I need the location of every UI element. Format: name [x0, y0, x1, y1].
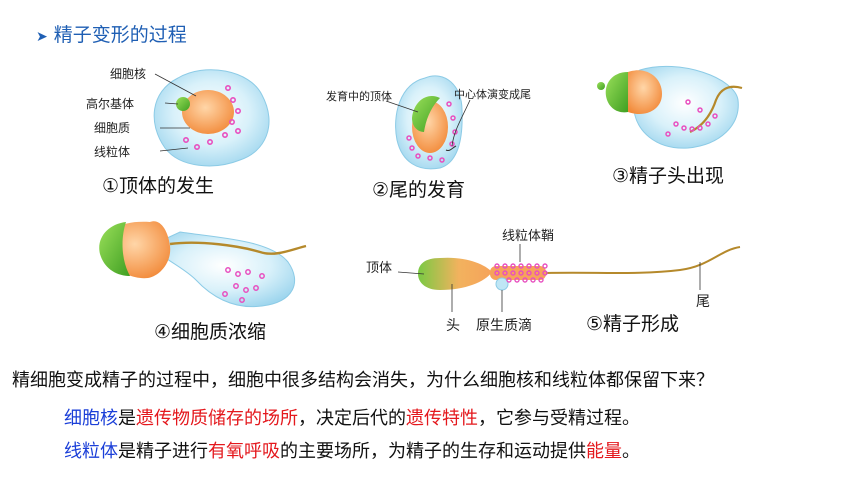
- answer1-part1: 是: [118, 408, 136, 429]
- answer-mitochondria: 线粒体是精子进行有氧呼吸的主要场所，为精子的生存和运动提供能量。: [64, 437, 640, 463]
- stage1-cell: 细胞核 高尔基体 细胞质 线粒体 ①顶体的发生: [86, 67, 270, 197]
- label-head: 头: [446, 318, 460, 334]
- answer-nucleus: 细胞核是遗传物质储存的场所，决定后代的遗传特性，它参与受精过程。: [64, 404, 640, 430]
- section-heading: ➤ 精子变形的过程: [36, 20, 187, 47]
- answer2-part1: 是精子进行: [118, 441, 208, 462]
- label-mitochondrial-sheath: 线粒体鞘: [502, 229, 554, 244]
- label-golgi: 高尔基体: [86, 96, 134, 111]
- stage3-tail: [689, 85, 743, 133]
- stage5-midpiece: [490, 266, 546, 280]
- answer1-part2: ，决定后代的: [298, 408, 406, 429]
- stage5-head: [418, 257, 492, 290]
- stage2-cell: 发育中的顶体 中心体演变成尾 ②尾的发育: [326, 75, 531, 201]
- answer2-highlight1: 有氧呼吸: [208, 441, 280, 462]
- label-centriole-to-tail: 中心体演变成尾: [454, 87, 531, 101]
- label-mitochondria: 线粒体: [94, 144, 130, 159]
- question-text: 精细胞变成精子的过程中，细胞中很多结构会消失，为什么细胞核和线粒体都保留下来？: [12, 370, 714, 391]
- label-developing-acrosome: 发育中的顶体: [326, 89, 392, 103]
- stage3-cell: ③精子头出现: [597, 66, 743, 187]
- label-cytoplasm: 细胞质: [94, 121, 130, 135]
- stage5-cytoplasmic-droplet: [495, 277, 509, 291]
- stage3-acrosome: [605, 72, 628, 113]
- stage5-sperm: 顶体 线粒体鞘 头 原生质滴 尾 ⑤精子形成: [366, 229, 741, 335]
- section-heading-text: 精子变形的过程: [53, 24, 187, 46]
- answer1-highlight2: 遗传特性: [406, 408, 478, 429]
- spermiogenesis-diagram: 细胞核 高尔基体 细胞质 线粒体 ①顶体的发生 发育中的顶体 中心体演变成尾 ②…: [86, 66, 743, 343]
- stage1-golgi: [176, 97, 190, 111]
- answer1-subject: 细胞核: [64, 408, 118, 429]
- stage1-mitochondria: [183, 85, 242, 151]
- label-acrosome: 顶体: [366, 261, 392, 276]
- stage4-caption: ④细胞质浓缩: [154, 321, 266, 343]
- answer1-highlight1: 遗传物质储存的场所: [136, 408, 298, 429]
- stage2-caption: ②尾的发育: [372, 179, 465, 201]
- label-nucleus: 细胞核: [110, 67, 146, 81]
- answer2-part2: 的主要场所，为精子的生存和运动提供: [280, 441, 586, 462]
- stage3-caption: ③精子头出现: [612, 165, 724, 187]
- label-cytoplasmic-droplet: 原生质滴: [476, 317, 532, 334]
- stage1-caption: ①顶体的发生: [102, 175, 214, 197]
- stage1-nucleus: [182, 90, 234, 134]
- stage3-nucleus: [628, 70, 662, 114]
- answer2-part3: 。: [622, 441, 640, 462]
- stage5-caption: ⑤精子形成: [586, 313, 679, 335]
- stage4-acrosome: [99, 222, 130, 276]
- answer2-subject: 线粒体: [64, 441, 118, 462]
- label-tail: 尾: [696, 294, 710, 310]
- stage2-acrosome: [412, 96, 440, 132]
- bullet-arrow-icon: ➤: [36, 29, 48, 45]
- stage4-cell: ④细胞质浓缩: [99, 221, 307, 343]
- answer1-part3: ，它参与受精过程。: [478, 408, 640, 429]
- answer2-highlight2: 能量: [586, 441, 622, 462]
- stage4-tail: [169, 241, 307, 255]
- stage5-tail: [545, 246, 741, 274]
